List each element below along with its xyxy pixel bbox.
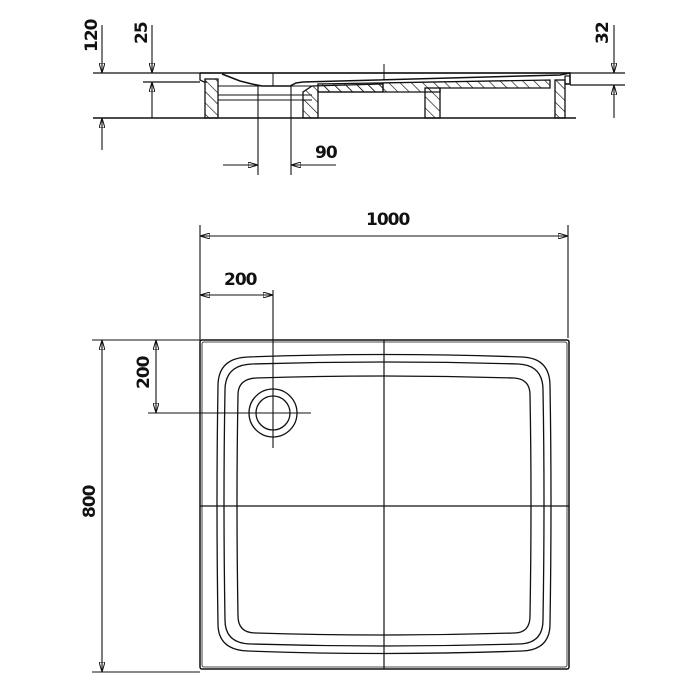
inner-support [424,87,441,119]
drain-offset-x-label: 200 [224,270,258,290]
depth-label: 800 [80,484,100,518]
left-drain-wall [204,78,219,119]
drain-offset-y-label: 200 [134,355,154,389]
right-wall [554,79,566,119]
rim-height-label: 25 [132,22,152,44]
right-rim-lip [564,75,571,85]
plan-view: 1000 200 200 800 [80,210,570,673]
basin-outer-edge [216,353,552,655]
width-label: 1000 [366,210,410,230]
basin-middle-edge [223,361,545,647]
total-height-label: 120 [82,18,102,52]
right-edge-height-label: 32 [593,22,613,44]
drain-diameter-label: 90 [315,143,338,163]
basin-inner-edge [236,375,532,636]
section-view: 90 120 25 32 [82,18,625,175]
